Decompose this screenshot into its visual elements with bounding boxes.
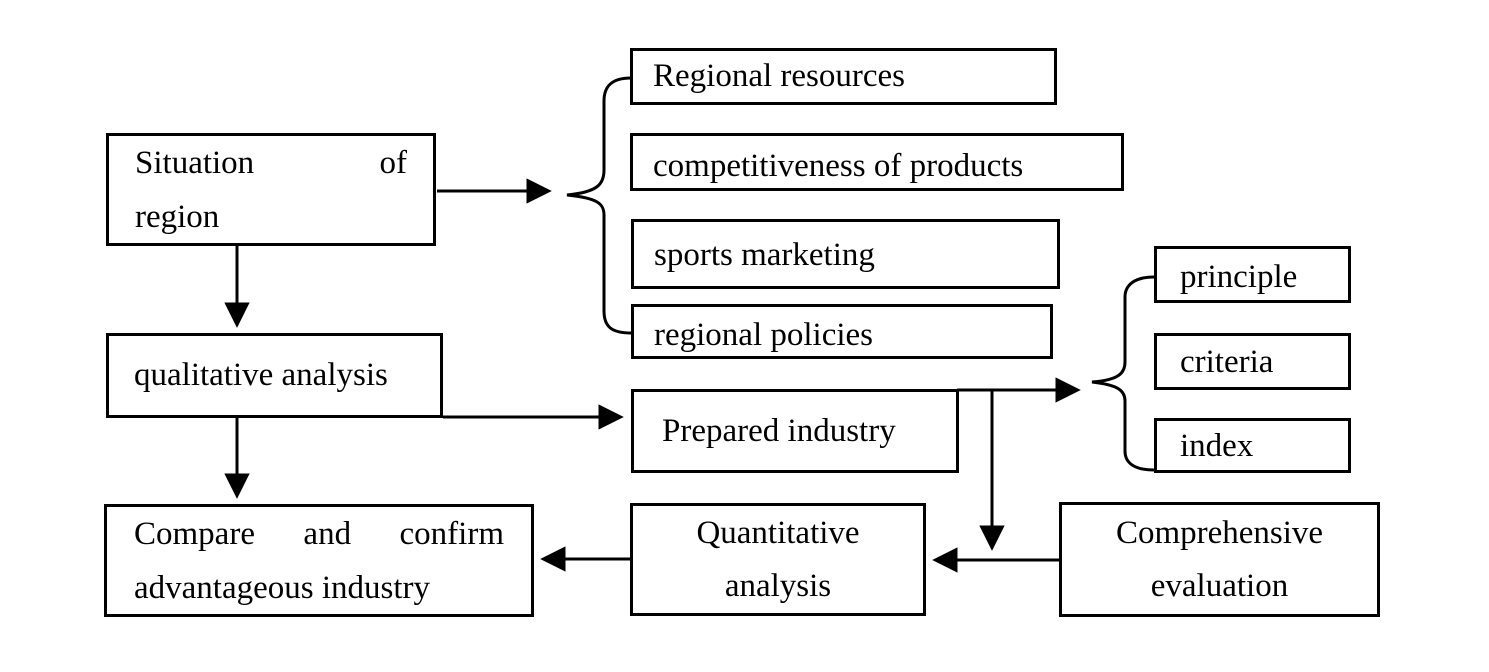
quantitative-line2: analysis [724, 567, 832, 604]
quantitative-analysis-box: Quantitative analysis [630, 503, 926, 616]
comprehensive-line1: Comprehensive [1115, 514, 1324, 551]
regional-resources-label: Regional resources [653, 58, 905, 94]
compare-confirm-box: Compare and confirm advantageous industr… [104, 504, 534, 617]
regional-resources-box: Regional resources [630, 48, 1057, 105]
criteria-label: criteria [1180, 344, 1274, 380]
principle-label: principle [1180, 259, 1298, 295]
comprehensive-line2: evaluation [1150, 567, 1289, 604]
prepared-industry-label: Prepared industry [662, 412, 896, 449]
compare-word-1: Compare [134, 515, 255, 552]
situation-of-region-box: Situation of region [106, 133, 436, 246]
comprehensive-evaluation-box: Comprehensive evaluation [1059, 502, 1380, 617]
regional-policies-label: regional policies [654, 317, 874, 353]
index-box: index [1154, 418, 1351, 473]
index-label: index [1180, 428, 1254, 464]
criteria-box: criteria [1154, 333, 1351, 390]
sports-marketing-box: sports marketing [631, 219, 1060, 289]
situation-line2: region [135, 198, 220, 235]
competitiveness-of-products-label: competitiveness of products [653, 148, 1024, 184]
qualitative-analysis-label: qualitative analysis [134, 357, 388, 393]
compare-word-3: confirm [399, 515, 504, 552]
compare-word-2: and [303, 515, 352, 552]
qualitative-analysis-box: qualitative analysis [106, 333, 443, 418]
quantitative-line1: Quantitative [696, 514, 860, 551]
regional-policies-box: regional policies [631, 304, 1053, 359]
situation-word-right: of [379, 144, 408, 181]
principle-box: principle [1154, 246, 1351, 303]
compare-line2: advantageous industry [134, 569, 431, 606]
situation-word-left: Situation [135, 144, 255, 181]
sports-marketing-label: sports marketing [654, 237, 875, 273]
evaluation-group-brace [1091, 275, 1156, 472]
competitiveness-of-products-box: competitiveness of products [630, 133, 1124, 191]
factor-group-brace [566, 76, 633, 335]
prepared-industry-box: Prepared industry [631, 389, 959, 473]
